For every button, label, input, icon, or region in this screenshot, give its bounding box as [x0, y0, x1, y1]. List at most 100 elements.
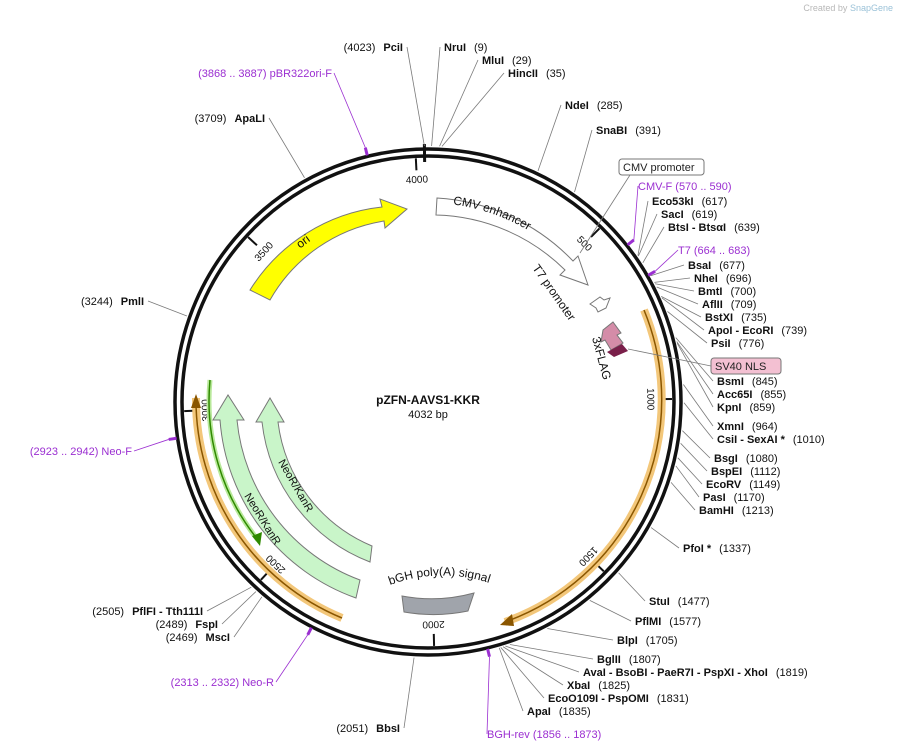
tick-label-500: 500 — [574, 234, 594, 254]
enzyme-site-37: (2489)FspI — [156, 619, 218, 631]
enzyme-site-26: PfoI *(1337) — [683, 543, 751, 555]
site-leader-19 — [683, 384, 714, 427]
enzyme-site-39: (3244)PmlI — [81, 296, 144, 308]
primer-mark-0 — [626, 238, 635, 247]
site-leader-34 — [498, 647, 524, 712]
site-leader-13 — [660, 295, 702, 318]
enzyme-site-2: MluI(29) — [482, 55, 532, 67]
enzyme-site-29: BlpI(1705) — [617, 635, 678, 647]
site-leader-10 — [654, 277, 691, 283]
plasmid-length: 4032 bp — [408, 409, 448, 421]
primer-mark-4 — [168, 436, 177, 441]
tick-label-4000: 4000 — [406, 174, 429, 186]
site-leader-14 — [661, 297, 705, 331]
primer-leader-1 — [654, 249, 679, 272]
sv40nls-feature — [607, 344, 628, 357]
site-leader-4 — [537, 104, 562, 171]
enzyme-site-4: NdeI(285) — [565, 100, 623, 112]
enzyme-site-3: HincII(35) — [508, 68, 566, 80]
enzyme-site-0: (4023)PciI — [344, 42, 403, 54]
site-leader-5 — [574, 129, 593, 193]
site-leader-22 — [680, 443, 708, 472]
site-leader-33 — [500, 647, 545, 699]
enzyme-site-21: BsgI(1080) — [714, 453, 778, 465]
site-leader-0 — [406, 46, 425, 147]
enzyme-site-19: XmnI(964) — [717, 421, 778, 433]
site-leader-29 — [547, 628, 614, 641]
enzyme-site-33: EcoO109I - PspOMI(1831) — [548, 693, 689, 705]
t7-promoter-feature — [589, 296, 611, 313]
enzyme-site-17: Acc65I(855) — [717, 389, 786, 401]
sv40-nls-box: SV40 NLS — [627, 348, 782, 375]
green-orf-arrowhead — [252, 532, 262, 546]
feature-layer: ori CMV enhancer T7 promoter 3xFLAG bGH … — [191, 193, 666, 626]
site-leader-17 — [676, 341, 714, 395]
enzyme-site-24: PasI(1170) — [703, 492, 765, 504]
enzyme-site-20: CsiI - SexAI *(1010) — [717, 434, 825, 446]
enzyme-site-22: BspEI(1112) — [711, 466, 780, 478]
flag-feature — [600, 321, 624, 351]
bgh-polya-feature — [401, 592, 475, 616]
site-leader-8 — [642, 226, 665, 263]
site-leader-27 — [618, 572, 646, 602]
site-leader-12 — [656, 286, 699, 305]
backbone-outer — [173, 147, 683, 657]
enzyme-site-14: ApoI - EcoRI(739) — [708, 325, 807, 337]
primer-label-0: CMV-F (570 .. 590) — [638, 181, 732, 193]
sv40-nls-text: SV40 NLS — [715, 361, 766, 373]
enzyme-site-15: PsiI(776) — [711, 338, 764, 350]
site-layer: (4023)PciI NruI(9)MluI(29)HincII(35) NdeI(… — [30, 42, 825, 741]
orf-arc-neo-line — [195, 397, 343, 619]
credit-prefix: Created by — [803, 3, 848, 13]
enzyme-site-34: ApaI(1835) — [527, 706, 591, 718]
primer-mark-1 — [647, 270, 656, 277]
cmv-enhancer-feature — [435, 197, 589, 286]
tick-label-3000: 3000 — [200, 399, 212, 422]
primer-label-5: (3868 .. 3887) pBR322ori-F — [198, 68, 332, 80]
primer-leader-0 — [633, 185, 639, 240]
site-leader-35 — [403, 657, 415, 729]
enzyme-site-32: XbaI(1825) — [567, 680, 630, 692]
enzyme-site-27: StuI(1477) — [649, 596, 710, 608]
site-leader-2 — [439, 59, 479, 147]
primer-leader-4 — [133, 439, 169, 452]
enzyme-site-12: AflII(709) — [702, 299, 756, 311]
site-leader-25 — [670, 482, 696, 511]
enzyme-site-38: (2505)PflFI - Tth111I — [92, 606, 203, 618]
enzyme-site-35: (2051)BbsI — [336, 723, 400, 735]
primer-label-3: (2313 .. 2332) Neo-R — [171, 677, 274, 689]
enzyme-site-40: (3709)ApaLI — [195, 113, 265, 125]
site-leader-21 — [682, 430, 711, 459]
enzyme-site-1: NruI(9) — [444, 42, 487, 54]
orf-arc-zfn-line — [504, 309, 663, 623]
enzyme-site-7: SacI(619) — [661, 209, 717, 221]
site-leader-7 — [638, 213, 658, 257]
primer-leader-5 — [333, 72, 366, 148]
tick-label-1000: 1000 — [644, 388, 655, 411]
enzyme-site-36: (2469)MscI — [166, 632, 230, 644]
site-leader-1 — [431, 46, 441, 147]
plasmid-name: pZFN-AAVS1-KKR — [376, 393, 480, 407]
site-leader-16 — [675, 337, 714, 382]
neor-outer-feature — [212, 394, 361, 599]
enzyme-site-8: BtsI - BtsαI(639) — [668, 222, 760, 234]
site-leader-31 — [505, 645, 580, 673]
site-leader-36 — [233, 596, 263, 638]
backbone-inner — [180, 154, 676, 650]
site-leader-15 — [667, 311, 708, 344]
primer-mark-2 — [486, 648, 491, 658]
tick-mark-4000 — [414, 158, 418, 171]
site-leader-38 — [206, 586, 252, 612]
orf-neo-arrowhead — [191, 394, 201, 408]
site-leader-18 — [676, 342, 714, 408]
primer-mark-5 — [363, 147, 369, 156]
enzyme-site-16: BsmI(845) — [717, 376, 778, 388]
site-leader-20 — [683, 402, 714, 440]
enzyme-site-5: SnaBI(391) — [596, 125, 661, 137]
site-leader-39 — [147, 300, 188, 317]
enzyme-site-10: NheI(696) — [694, 273, 752, 285]
primer-label-4: (2923 .. 2942) Neo-F — [30, 446, 132, 458]
enzyme-site-31: AvaI - BsoBI - PaeR7I - PspXI - XhoI(181… — [583, 667, 808, 679]
enzyme-site-9: BsaI(677) — [688, 260, 745, 272]
primer-label-1: T7 (664 .. 683) — [678, 245, 750, 257]
